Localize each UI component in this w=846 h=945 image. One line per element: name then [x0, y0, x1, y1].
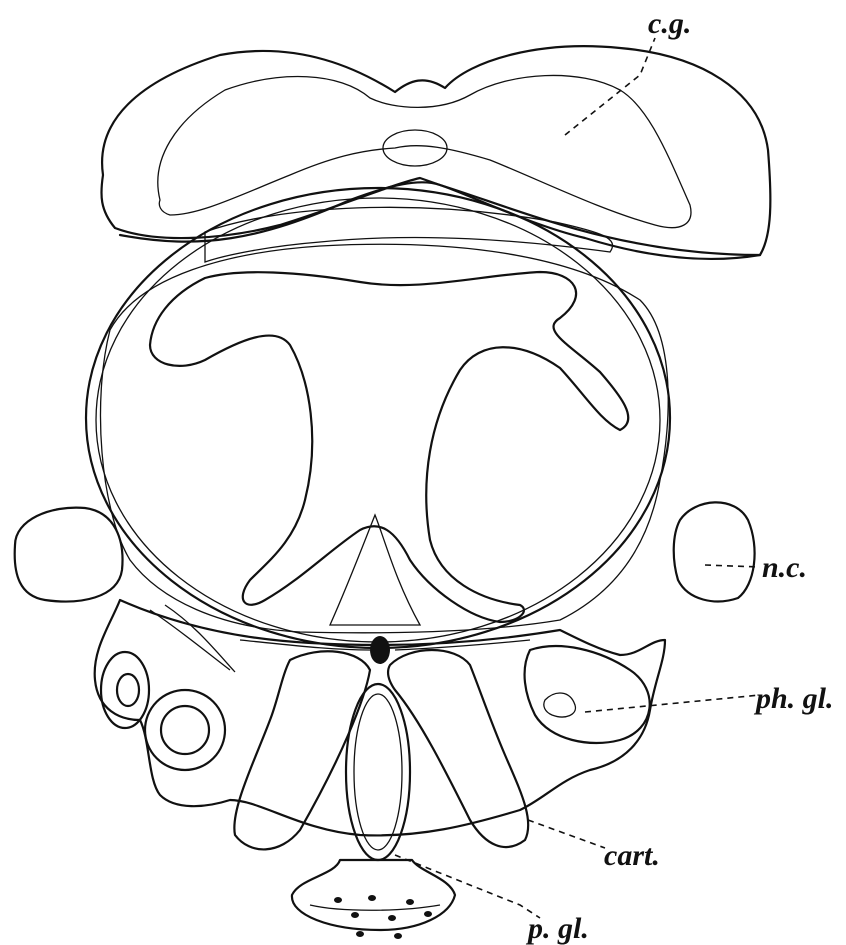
- pharyngeal-gland: [525, 646, 650, 743]
- pharynx-muscle-mass: [100, 244, 668, 633]
- lower-stalk: [292, 860, 455, 939]
- leader-cg: [565, 38, 655, 135]
- leader-nc: [705, 565, 760, 567]
- label-phgl: ph. gl.: [753, 682, 834, 715]
- cartilage-left-arm: [234, 651, 370, 849]
- label-pgl: p. gl.: [525, 912, 589, 945]
- ventral-body: [95, 600, 665, 835]
- ventral-black-nucleus: [370, 636, 390, 664]
- nerve-cord-right: [674, 502, 755, 601]
- leader-phgl: [585, 695, 760, 712]
- duct-left-small: [101, 652, 149, 728]
- label-cg: c.g.: [648, 7, 691, 40]
- ventral-body-outline: [95, 600, 665, 835]
- duct-left-large: [145, 690, 225, 770]
- cerebral-ganglion: [101, 46, 770, 259]
- pharynx-lumen: [150, 272, 628, 622]
- lower-stalk-nuclei: [334, 895, 432, 939]
- connective-fiber-1: [150, 610, 230, 670]
- nerve-cord-left: [15, 508, 123, 602]
- proboscis-gland: [346, 684, 410, 860]
- pharynx: [86, 188, 670, 648]
- pharynx-inner-wall: [96, 198, 660, 642]
- pharynx-outer-wall: [86, 188, 670, 648]
- connective-fiber-2: [165, 605, 235, 672]
- label-nc: n.c.: [762, 551, 807, 584]
- pharynx-ventral-ridge: [330, 515, 420, 625]
- leader-cart: [528, 820, 605, 848]
- lower-stalk-inner-line: [310, 905, 440, 910]
- label-cart: cart.: [604, 839, 660, 872]
